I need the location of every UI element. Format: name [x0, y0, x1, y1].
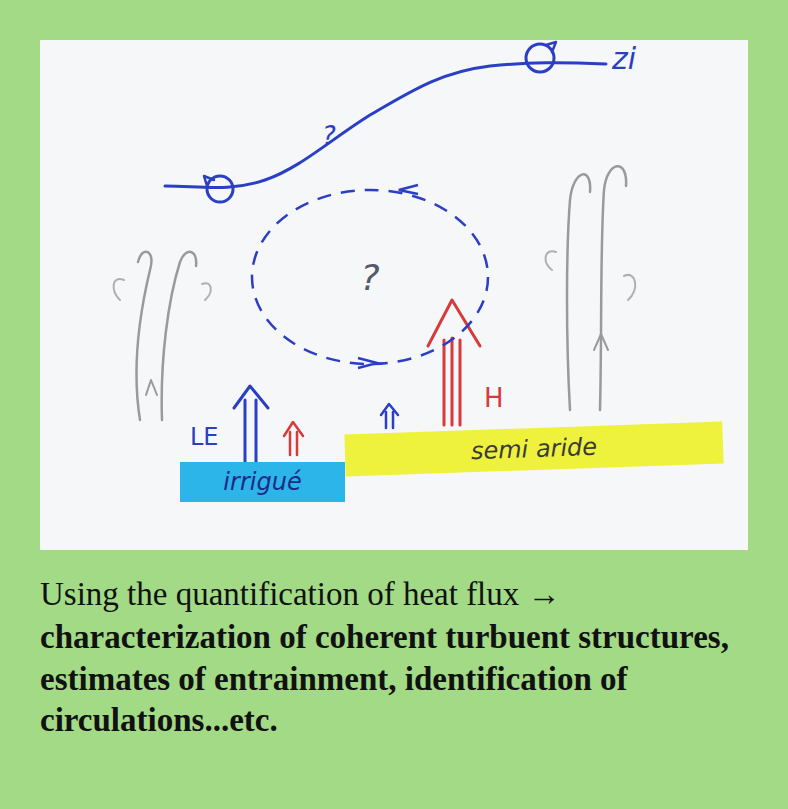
plume-arrow — [146, 380, 157, 395]
latent-heat-arrow — [381, 404, 398, 415]
node-text: ? — [360, 257, 379, 298]
circulation-ellipse: ? — [250, 188, 490, 366]
caption-line: Using the quantification of heat flux → — [40, 574, 750, 615]
circulation-arrow — [358, 358, 377, 368]
eddy-curl — [546, 251, 556, 270]
circulation-arrow — [399, 185, 418, 194]
thermal-plume — [136, 252, 151, 420]
latent-heat-arrow — [386, 412, 393, 428]
inversion-height-label: zi — [612, 40, 636, 78]
plume-arrow — [594, 334, 608, 350]
eddy-arrow — [546, 42, 556, 52]
latent-heat-label: LE — [190, 422, 219, 452]
thermal-plume — [600, 166, 626, 410]
sensible-heat-label: H — [484, 382, 504, 415]
irrigated-band: irrigué — [180, 462, 345, 502]
eddy-curl — [202, 283, 211, 300]
thermal-plume — [162, 252, 197, 420]
sensible-heat-arrow — [444, 338, 460, 425]
node-text: irrigué — [223, 468, 301, 496]
semi-arid-band: semi aride — [344, 421, 723, 476]
latent-heat-arrow — [245, 400, 256, 462]
eddy-curl — [624, 275, 635, 300]
question-mark: ? — [322, 120, 336, 153]
dashed-circulation — [252, 190, 488, 364]
node-text: semi aride — [470, 433, 597, 465]
sensible-heat-arrow — [284, 422, 303, 436]
eddy-curl — [114, 279, 124, 300]
eddy-arrow — [204, 176, 214, 186]
thermal-plume — [567, 174, 590, 410]
caption-emphasis: characterization of coherent turbuent st… — [40, 617, 750, 741]
eddy-circle — [526, 44, 554, 72]
latent-heat-arrow — [234, 386, 268, 408]
boundary-layer-top — [165, 63, 606, 188]
sensible-heat-arrow — [290, 432, 297, 455]
